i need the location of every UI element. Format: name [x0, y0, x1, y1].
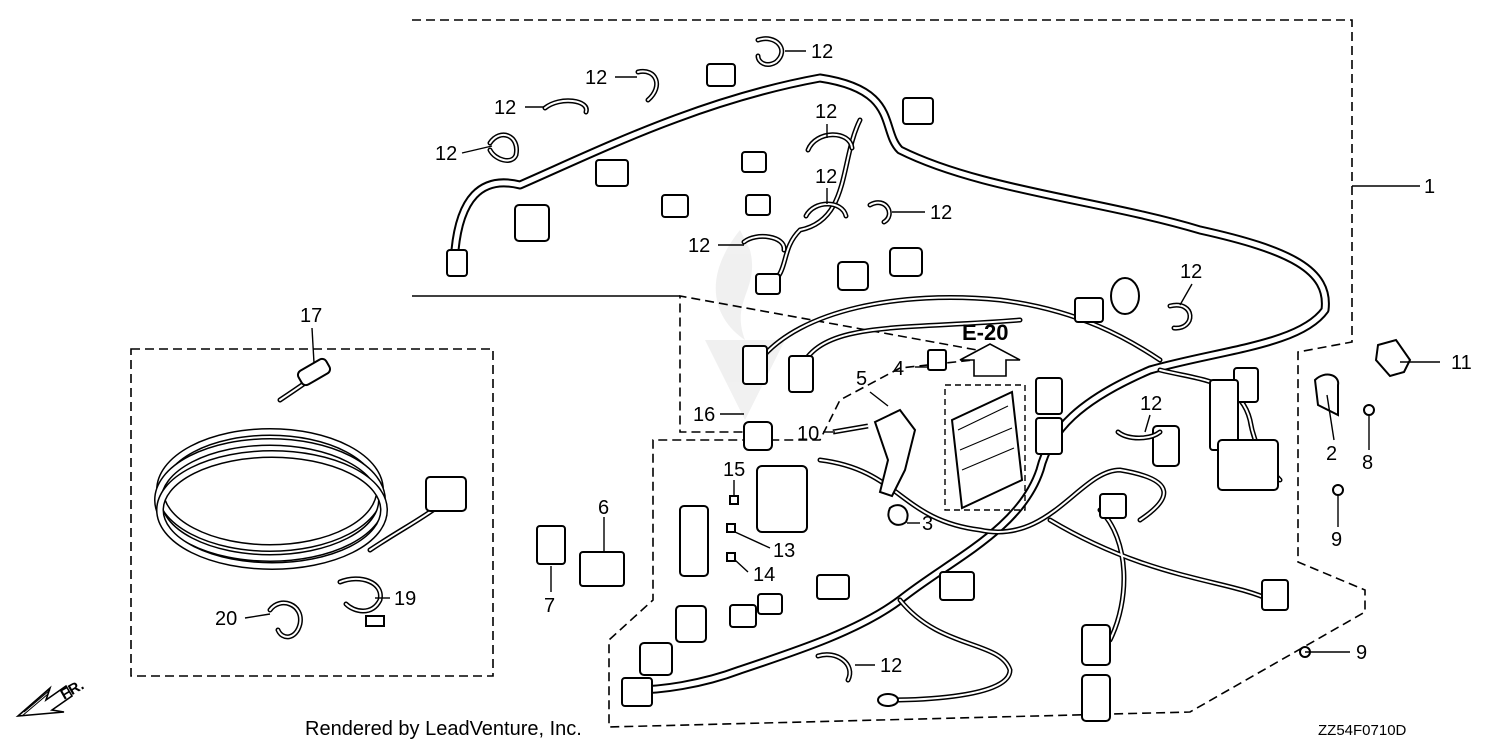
callout-20[interactable]: 20	[215, 608, 237, 630]
callout-12[interactable]: 12	[815, 101, 837, 123]
callout-17[interactable]: 17	[300, 305, 322, 327]
callout-12[interactable]: 12	[585, 67, 607, 89]
ecu-module	[944, 384, 1026, 511]
callout-12[interactable]: 12	[811, 41, 833, 63]
reference-arrow	[959, 343, 1021, 377]
leader-lines	[244, 50, 1440, 666]
callout-16[interactable]: 16	[693, 404, 715, 426]
watermark-logo	[705, 230, 785, 420]
callout-11[interactable]: 11	[1451, 352, 1472, 374]
callout-labels: 12 12 12 12 12 12 12 12 12 12 12 1 17 4 …	[215, 41, 1472, 677]
callout-2[interactable]: 2	[1326, 443, 1337, 465]
callout-13[interactable]: 13	[773, 540, 795, 562]
callout-12[interactable]: 12	[435, 143, 457, 165]
callout-1[interactable]: 1	[1424, 176, 1435, 198]
callout-12[interactable]: 12	[930, 202, 952, 224]
extension-cable	[154, 357, 467, 640]
main-wire-harness	[450, 73, 1330, 703]
callout-12[interactable]: 12	[688, 235, 710, 257]
callout-6[interactable]: 6	[598, 497, 609, 519]
reference-label[interactable]: E-20	[962, 320, 1008, 345]
callout-12[interactable]: 12	[494, 97, 516, 119]
callout-4[interactable]: 4	[893, 358, 904, 380]
extension-cable-group-box	[130, 348, 494, 677]
callout-12[interactable]: 12	[1140, 393, 1162, 415]
callout-15[interactable]: 15	[723, 459, 745, 481]
callout-19[interactable]: 19	[394, 588, 416, 610]
callout-8[interactable]: 8	[1362, 452, 1373, 474]
diagram-code: ZZ54F0710D	[1318, 722, 1407, 739]
callout-9[interactable]: 9	[1356, 642, 1367, 664]
callout-7[interactable]: 7	[544, 595, 555, 617]
callout-14[interactable]: 14	[753, 564, 775, 586]
front-direction-arrow	[15, 684, 74, 718]
harness-connectors	[446, 63, 1289, 722]
callout-12[interactable]: 12	[1180, 261, 1202, 283]
callout-5[interactable]: 5	[856, 368, 867, 390]
callout-3[interactable]: 3	[922, 513, 933, 535]
callout-12[interactable]: 12	[815, 166, 837, 188]
callout-10[interactable]: 10	[797, 423, 819, 445]
harness-clips	[487, 36, 1193, 683]
callout-12[interactable]: 12	[880, 655, 902, 677]
small-parts	[536, 338, 1412, 658]
footer-credit: Rendered by LeadVenture, Inc.	[305, 718, 582, 740]
callout-9[interactable]: 9	[1331, 529, 1342, 551]
